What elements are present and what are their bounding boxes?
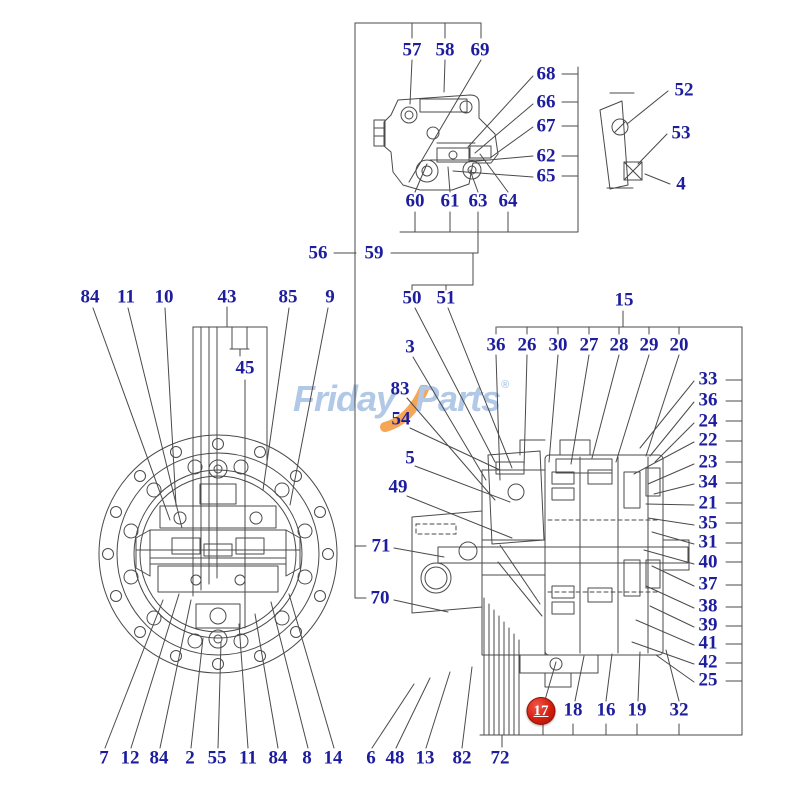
callout-82: 82 [452,747,472,769]
final-drive-drawing [98,434,338,674]
callout-36: 36 [698,389,718,411]
callout-9: 9 [325,286,335,308]
callout-29: 29 [639,334,659,356]
callout-61: 61 [440,190,460,212]
callout-64: 64 [498,190,518,212]
callout-66: 66 [536,91,556,113]
callout-45: 45 [235,357,255,379]
callout-24: 24 [698,410,718,432]
callout-62: 62 [536,145,556,167]
callout-33: 33 [698,368,718,390]
callout-58: 58 [435,39,455,61]
bracket-lines [192,22,743,748]
callout-56: 56 [308,242,328,264]
registered-mark: ® [501,379,509,391]
callout-32: 32 [669,699,689,721]
callout-68: 68 [536,63,556,85]
callout-67: 67 [536,115,556,137]
callout-28: 28 [609,334,629,356]
callout-42: 42 [698,651,718,673]
leader-lines [92,59,695,749]
callout-41: 41 [698,632,718,654]
callout-48: 48 [385,747,405,769]
callout-57: 57 [402,39,422,61]
wedge-part-drawing [599,92,643,190]
callout-4: 4 [676,173,686,195]
callout-37: 37 [698,573,718,595]
callout-83: 83 [390,378,410,400]
callout-19: 19 [627,699,647,721]
callout-12: 12 [120,747,140,769]
callout-13: 13 [415,747,435,769]
callout-52: 52 [674,79,694,101]
callout-53: 53 [671,122,691,144]
callout-25: 25 [698,669,718,691]
callout-55: 55 [207,747,227,769]
watermark: Friday Parts ® [293,378,509,433]
callout-60: 60 [405,190,425,212]
callout-40: 40 [698,551,718,573]
callout-10: 10 [154,286,174,308]
callout-84: 84 [80,286,100,308]
callout-35: 35 [698,512,718,534]
callout-14: 14 [323,747,343,769]
callout-7: 7 [99,747,109,769]
callout-85: 85 [278,286,298,308]
callout-59: 59 [364,242,384,264]
callout-72: 72 [490,747,510,769]
callout-18: 18 [563,699,583,721]
watermark-word2: Parts [415,378,501,419]
callout-26: 26 [517,334,537,356]
callout-84: 84 [268,747,288,769]
callout-71: 71 [371,535,391,557]
callout-15: 15 [614,289,634,311]
callout-39: 39 [698,614,718,636]
callout-63: 63 [468,190,488,212]
callout-21: 21 [698,492,718,514]
callout-11: 11 [239,747,257,769]
callout-84: 84 [149,747,169,769]
callout-31: 31 [698,531,718,553]
callout-27: 27 [579,334,599,356]
callout-65: 65 [536,165,556,187]
callout-38: 38 [698,595,718,617]
callout-49: 49 [388,476,408,498]
callout-54: 54 [391,408,411,430]
callout-30: 30 [548,334,568,356]
callout-51: 51 [436,287,456,309]
callout-69: 69 [470,39,490,61]
callout-3: 3 [405,336,415,358]
callout-2: 2 [185,747,195,769]
callout-11: 11 [117,286,135,308]
callout-5: 5 [405,447,415,469]
callout-50: 50 [402,287,422,309]
callout-34: 34 [698,471,718,493]
callout-20: 20 [669,334,689,356]
callout-43: 43 [217,286,237,308]
pump-cross-section-drawing [411,439,690,688]
callout-17-highlighted: 17 [526,697,556,725]
callout-23: 23 [698,451,718,473]
callout-8: 8 [302,747,312,769]
valve-assembly-drawing [373,94,499,191]
callout-36: 36 [486,334,506,356]
callout-16: 16 [596,699,616,721]
callout-6: 6 [366,747,376,769]
watermark-swoosh-icon [380,385,430,432]
callout-70: 70 [370,587,390,609]
callout-22: 22 [698,429,718,451]
